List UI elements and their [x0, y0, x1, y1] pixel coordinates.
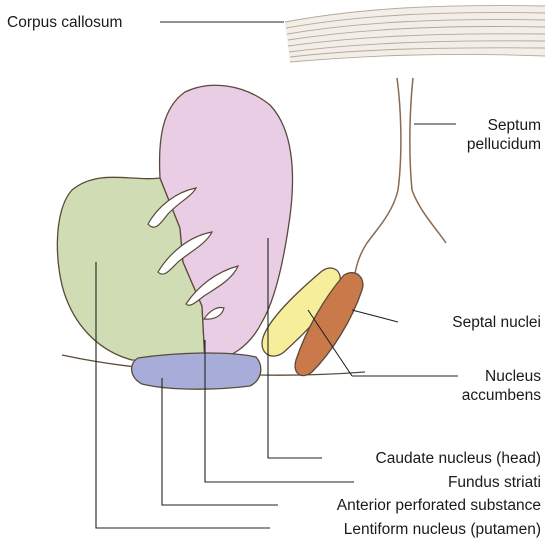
label-anterior-perforated-substance: Anterior perforated substance — [337, 497, 541, 514]
label-nucleus-accumbens-2: accumbens — [462, 387, 542, 404]
label-caudate-nucleus: Caudate nucleus (head) — [376, 450, 541, 467]
septum-pellucidum — [352, 78, 446, 300]
label-septum-pellucidum-2: pellucidum — [467, 136, 541, 153]
corpus-callosum — [285, 6, 545, 62]
label-septum-pellucidum-1: Septum — [488, 117, 541, 134]
label-nucleus-accumbens-1: Nucleus — [485, 368, 541, 385]
label-fundus-striati: Fundus striati — [448, 474, 541, 491]
anterior-perforated-substance — [132, 353, 261, 389]
label-corpus-callosum: Corpus callosum — [7, 14, 122, 31]
label-septal-nuclei: Septal nuclei — [452, 314, 541, 331]
label-lentiform-nucleus: Lentiform nucleus (putamen) — [344, 521, 541, 538]
